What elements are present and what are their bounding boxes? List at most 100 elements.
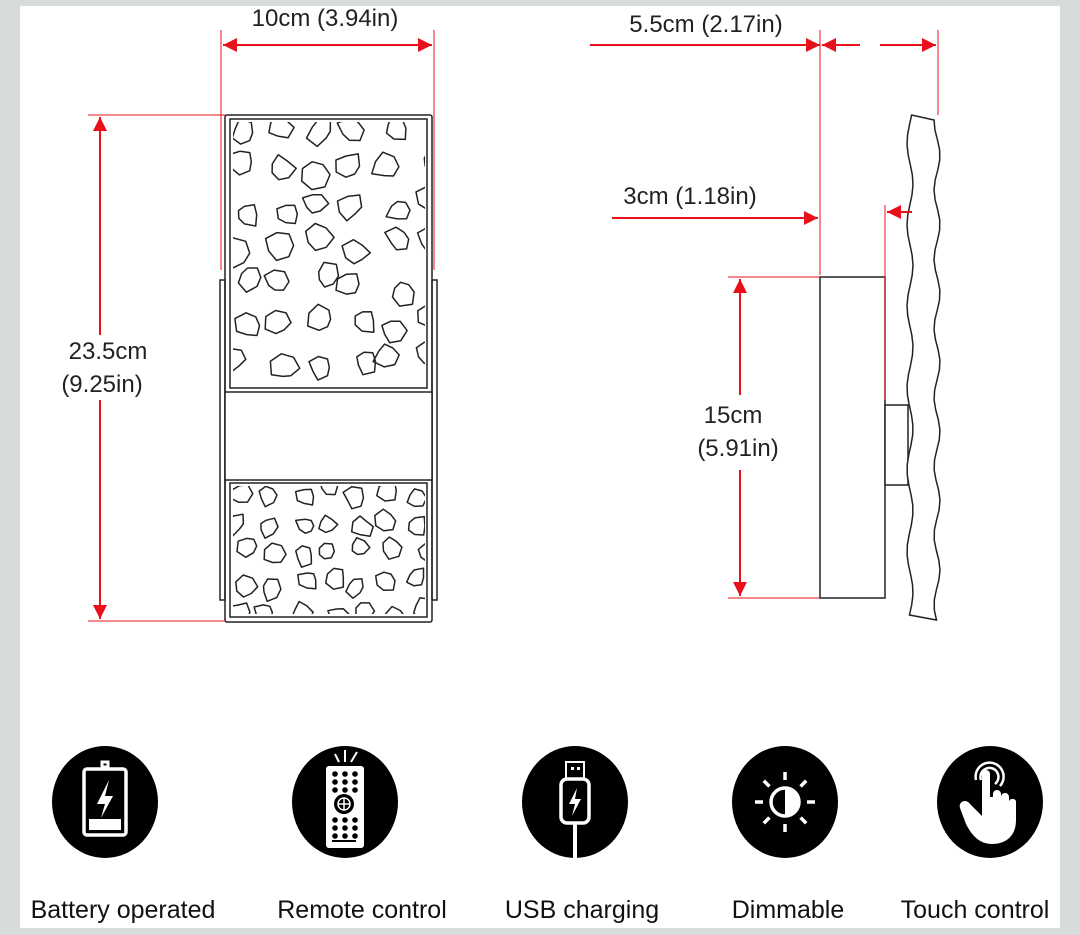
pattern-blob xyxy=(417,543,425,561)
backplate-height-in-label: (5.91in) xyxy=(697,435,778,462)
pattern-blob xyxy=(350,515,374,537)
pattern-blob xyxy=(356,351,377,376)
backplate-height-cm-label: 15cm xyxy=(704,402,763,429)
pattern-blob xyxy=(318,514,339,534)
remote-button-dot xyxy=(352,787,358,793)
pattern-blob xyxy=(372,343,400,368)
pattern-blob xyxy=(335,273,360,295)
pattern-blob xyxy=(318,542,336,560)
pattern-blob xyxy=(233,348,247,372)
pattern-blob xyxy=(342,486,365,510)
remote-button-dot xyxy=(352,833,358,839)
pattern-blob xyxy=(234,312,261,337)
pattern-bottom xyxy=(233,486,425,614)
touch-icon xyxy=(937,746,1043,858)
backplate-depth-dimension xyxy=(612,205,912,400)
pattern-blob xyxy=(417,305,425,327)
pattern-blob xyxy=(423,155,425,168)
feature-label-dimmable: Dimmable xyxy=(731,896,845,924)
pattern-blob xyxy=(263,542,287,564)
pattern-blob xyxy=(320,486,339,496)
height-dimension xyxy=(88,114,225,622)
backplate-depth-label: 3cm (1.18in) xyxy=(623,183,756,210)
pattern-blob xyxy=(306,303,332,332)
pattern-blob xyxy=(253,604,274,614)
height-cm-label: 23.5cm xyxy=(69,338,148,365)
pattern-blob xyxy=(385,122,407,141)
pattern-blob xyxy=(263,269,290,291)
width-label: 10cm (3.94in) xyxy=(252,5,399,32)
pattern-blob xyxy=(260,517,279,539)
remote-button-dot xyxy=(352,817,358,823)
pattern-blob xyxy=(412,597,425,614)
pattern-blob xyxy=(233,486,254,504)
remote-button-dot xyxy=(342,825,348,831)
pattern-blob xyxy=(236,537,258,559)
pattern-blob xyxy=(341,238,372,265)
pattern-blob xyxy=(317,261,340,288)
remote-button-dot xyxy=(332,833,338,839)
pattern-blob xyxy=(268,122,295,139)
pattern-blob xyxy=(416,227,425,250)
pattern-blob xyxy=(384,226,410,251)
pattern-top xyxy=(233,122,425,381)
pattern-blob xyxy=(276,204,299,225)
remote-button-dot xyxy=(332,779,338,785)
pattern-blob xyxy=(385,605,404,614)
remote-button-dot xyxy=(342,787,348,793)
sun-ray xyxy=(799,779,808,788)
pattern-blob xyxy=(294,518,315,535)
side-view xyxy=(819,114,941,621)
pattern-blob xyxy=(262,578,282,603)
pattern-blob xyxy=(415,341,425,365)
pattern-blob xyxy=(376,486,398,502)
pattern-blob xyxy=(233,150,253,176)
usb-charging-icon xyxy=(522,746,628,862)
pattern-blob xyxy=(304,222,335,252)
feature-label-battery: Battery operated xyxy=(30,896,216,924)
pattern-blob xyxy=(264,231,295,262)
pattern-blob xyxy=(327,608,350,614)
remote-button-dot xyxy=(342,833,348,839)
pattern-blob xyxy=(351,536,371,556)
pattern-blob xyxy=(237,204,258,227)
sun-ray xyxy=(762,816,771,825)
feature-label-touch: Touch control xyxy=(900,896,1050,924)
pattern-blob xyxy=(382,536,403,560)
sun-ray xyxy=(799,816,808,825)
pattern-blob xyxy=(355,602,376,614)
pattern-blob xyxy=(258,486,278,508)
pattern-blob xyxy=(371,151,400,177)
pattern-blob xyxy=(233,237,251,269)
pattern-blob xyxy=(405,567,425,587)
pattern-blob xyxy=(305,122,332,148)
pattern-blob xyxy=(336,122,365,142)
pattern-blob xyxy=(269,353,301,378)
pattern-blob xyxy=(300,160,331,191)
pattern-blob xyxy=(381,320,408,344)
pattern-blob xyxy=(308,355,331,381)
pattern-blob xyxy=(336,194,363,222)
pattern-blob xyxy=(233,513,245,537)
remote-button-dot xyxy=(332,825,338,831)
remote-button-dot xyxy=(332,771,338,777)
pattern-blob xyxy=(294,488,315,506)
remote-button-dot xyxy=(342,771,348,777)
pattern-blob xyxy=(292,600,314,614)
pattern-blob xyxy=(374,508,397,532)
pattern-blob xyxy=(295,545,313,568)
remote-button-dot xyxy=(352,771,358,777)
pattern-blob xyxy=(415,186,425,209)
backplate-height-dimension xyxy=(728,276,820,599)
width-dimension xyxy=(220,30,435,270)
remote-button-dot xyxy=(352,779,358,785)
pattern-blob xyxy=(233,602,251,614)
depth-dimension xyxy=(590,30,939,275)
feature-label-usb: USB charging xyxy=(504,896,660,924)
remote-button-dot xyxy=(342,817,348,823)
remote-button-dot xyxy=(332,817,338,823)
pattern-blob xyxy=(237,267,262,293)
pattern-blob xyxy=(406,488,425,508)
pattern-blob xyxy=(301,193,330,214)
dimmable-icon xyxy=(732,746,838,858)
